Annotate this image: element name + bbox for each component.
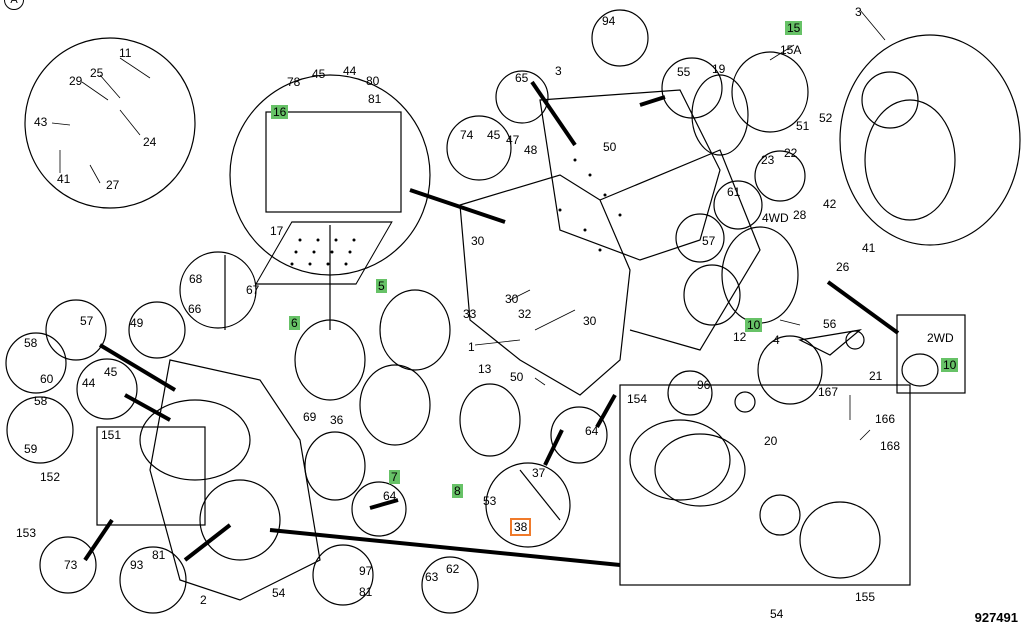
callout-58-b[interactable]: 58 — [34, 394, 48, 408]
callout-30-a[interactable]: 30 — [471, 234, 485, 248]
callout-42[interactable]: 42 — [823, 197, 837, 211]
callout-29[interactable]: 29 — [69, 74, 83, 88]
callout-168[interactable]: 168 — [880, 439, 901, 453]
callout-36[interactable]: 36 — [330, 413, 344, 427]
callout-59[interactable]: 59 — [24, 442, 38, 456]
callout-4[interactable]: 4 — [773, 333, 780, 347]
callout-81-valve[interactable]: 81 — [368, 92, 382, 106]
callout-80[interactable]: 80 — [366, 74, 380, 88]
callout-15[interactable]: 15 — [785, 21, 803, 35]
callout-52[interactable]: 52 — [819, 111, 833, 125]
callout-96[interactable]: 96 — [697, 378, 711, 392]
callout-60[interactable]: 60 — [40, 372, 54, 386]
callout-43[interactable]: 43 — [34, 115, 48, 129]
callout-51[interactable]: 51 — [796, 119, 810, 133]
callout-6[interactable]: 6 — [289, 316, 300, 330]
callout-69[interactable]: 69 — [303, 410, 317, 424]
callout-27[interactable]: 27 — [106, 178, 120, 192]
callout-41-yoke[interactable]: 41 — [57, 172, 71, 186]
callout-54-bolt[interactable]: 54 — [272, 586, 286, 600]
callout-93[interactable]: 93 — [130, 558, 144, 572]
callout-74[interactable]: 74 — [460, 128, 474, 142]
callout-67[interactable]: 67 — [246, 283, 260, 297]
callout-5[interactable]: 5 — [376, 279, 387, 293]
callout-20[interactable]: 20 — [764, 434, 778, 448]
callout-78[interactable]: 78 — [287, 75, 301, 89]
callout-38-selected[interactable]: 38 — [509, 518, 532, 536]
callout-33[interactable]: 33 — [463, 307, 477, 321]
callout-58-a[interactable]: 58 — [24, 336, 38, 350]
callout-81-sensor[interactable]: 81 — [152, 548, 166, 562]
callout-48[interactable]: 48 — [524, 143, 538, 157]
callout-54-pump[interactable]: 54 — [770, 607, 784, 621]
callout-50-pin[interactable]: 50 — [510, 370, 524, 384]
callout-16[interactable]: 16 — [271, 105, 289, 119]
callout-64-b[interactable]: 64 — [585, 424, 599, 438]
callout-41-flange[interactable]: 41 — [862, 241, 876, 255]
callout-50-housing[interactable]: 50 — [603, 140, 617, 154]
callout-151[interactable]: 151 — [101, 428, 122, 442]
callout-28[interactable]: 28 — [793, 208, 807, 222]
callout-167[interactable]: 167 — [818, 385, 839, 399]
callout-56[interactable]: 56 — [823, 317, 837, 331]
callout-25[interactable]: 25 — [90, 66, 104, 80]
callout-21[interactable]: 21 — [869, 369, 883, 383]
callout-62[interactable]: 62 — [446, 562, 460, 576]
callout-7[interactable]: 7 — [389, 470, 400, 484]
callout-61[interactable]: 61 — [727, 185, 741, 199]
callout-68[interactable]: 68 — [189, 272, 203, 286]
callout-30-c[interactable]: 30 — [583, 314, 597, 328]
callout-30-b[interactable]: 30 — [505, 292, 519, 306]
callout-10-2wd[interactable]: 10 — [941, 358, 959, 372]
callout-17[interactable]: 17 — [270, 224, 284, 238]
callout-65[interactable]: 65 — [515, 71, 529, 85]
callout-97[interactable]: 97 — [359, 564, 373, 578]
callout-15a[interactable]: 15A — [780, 43, 802, 57]
callout-2wd[interactable]: 2WD — [927, 331, 954, 345]
callout-37[interactable]: 37 — [532, 466, 546, 480]
callout-66[interactable]: 66 — [188, 302, 202, 316]
callout-13[interactable]: 13 — [478, 362, 492, 376]
callout-45-shaft[interactable]: 45 — [487, 128, 501, 142]
callout-57-seal[interactable]: 57 — [80, 314, 94, 328]
callout-63[interactable]: 63 — [425, 570, 439, 584]
callout-154[interactable]: 154 — [627, 392, 648, 406]
callout-11[interactable]: 11 — [119, 46, 132, 60]
callout-44-plug[interactable]: 44 — [82, 376, 96, 390]
callout-22[interactable]: 22 — [784, 146, 798, 160]
callout-12[interactable]: 12 — [733, 330, 747, 344]
callout-73[interactable]: 73 — [64, 558, 78, 572]
callout-44-valve[interactable]: 44 — [343, 64, 357, 78]
callout-64-a[interactable]: 64 — [383, 489, 397, 503]
callout-47[interactable]: 47 — [506, 133, 520, 147]
callout-166[interactable]: 166 — [875, 412, 896, 426]
callout-45-plug[interactable]: 45 — [104, 365, 118, 379]
callout-94[interactable]: 94 — [602, 14, 616, 28]
callout-49[interactable]: 49 — [130, 316, 144, 330]
callout-2[interactable]: 2 — [200, 593, 207, 607]
callout-53[interactable]: 53 — [483, 494, 497, 508]
callout-26[interactable]: 26 — [836, 260, 850, 274]
callout-8[interactable]: 8 — [452, 484, 463, 498]
callout-81-switch[interactable]: 81 — [359, 585, 373, 599]
callout-1[interactable]: 1 — [468, 340, 475, 354]
callout-45-valve[interactable]: 45 — [312, 67, 326, 81]
callout-57-housing[interactable]: 57 — [702, 234, 716, 248]
callout-24[interactable]: 24 — [143, 135, 157, 149]
callout-19[interactable]: 19 — [712, 62, 726, 76]
callout-4wd[interactable]: 4WD — [762, 211, 789, 225]
callout-55[interactable]: 55 — [677, 65, 691, 79]
figure-id: 927491 — [974, 610, 1018, 625]
callout-23[interactable]: 23 — [761, 153, 775, 167]
callout-3-bell-housing[interactable]: 3 — [855, 5, 862, 19]
callout-152[interactable]: 152 — [40, 470, 61, 484]
callout-10-4wd[interactable]: 10 — [745, 318, 763, 332]
callout-155[interactable]: 155 — [855, 590, 876, 604]
callout-3-housing[interactable]: 3 — [555, 64, 562, 78]
callout-32[interactable]: 32 — [518, 307, 532, 321]
callout-153[interactable]: 153 — [16, 526, 37, 540]
